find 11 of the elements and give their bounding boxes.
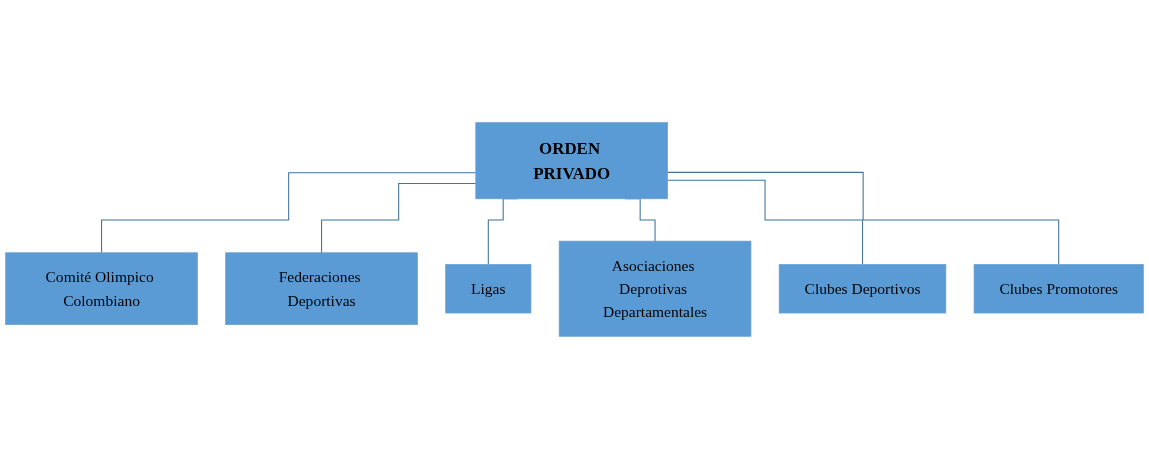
connector [667, 171, 1060, 265]
connector [667, 179, 864, 265]
node-box: Federaciones Deportivas [225, 251, 418, 325]
node-box: ORDEN PRIVADO [475, 121, 668, 199]
connector [321, 182, 477, 253]
node-box: Asociaciones Deprotivas Departamentales [558, 240, 752, 337]
connector [101, 171, 477, 253]
node-box: Clubes Promotores [973, 263, 1144, 313]
node-box: Ligas [445, 263, 532, 313]
node-box: Clubes Deportivos [778, 263, 947, 313]
node-box: Comité Olimpico Colombiano [5, 251, 198, 325]
